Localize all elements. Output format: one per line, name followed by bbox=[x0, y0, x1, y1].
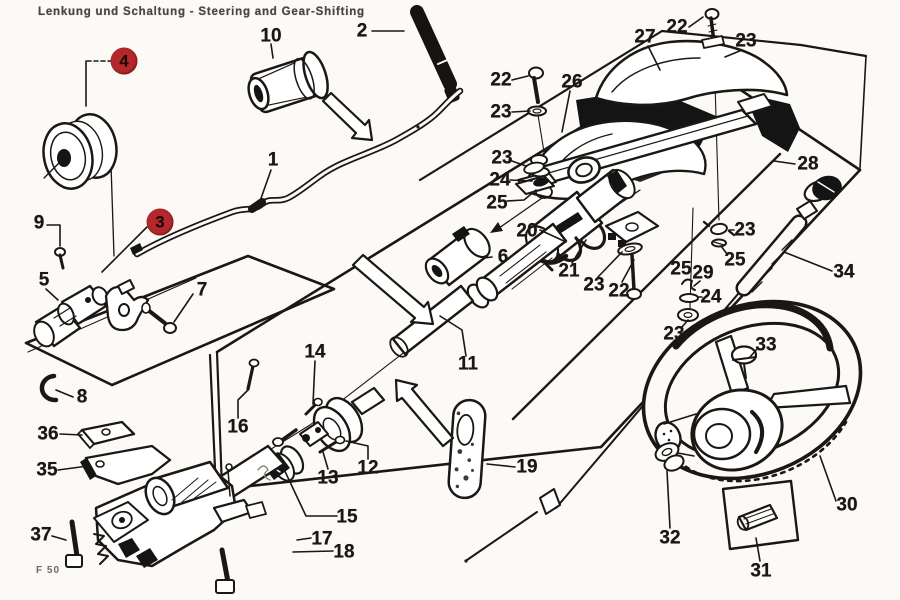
part-label-23-21[interactable]: 23 bbox=[583, 274, 605, 296]
part-9-bolt bbox=[54, 247, 66, 270]
steering-gearbox bbox=[77, 420, 271, 594]
part-label-22-3[interactable]: 22 bbox=[490, 69, 512, 91]
part-label-34-29[interactable]: 34 bbox=[833, 261, 855, 283]
part-label-16-35[interactable]: 16 bbox=[227, 416, 249, 438]
part-label-10-1[interactable]: 10 bbox=[260, 25, 282, 47]
part-label-4-0[interactable]: 4 bbox=[110, 47, 138, 75]
part-label-7-14[interactable]: 7 bbox=[196, 279, 208, 301]
part-label-23-15[interactable]: 23 bbox=[491, 147, 513, 169]
part-label-25-25[interactable]: 25 bbox=[670, 258, 692, 280]
part-3-shift-fork bbox=[104, 279, 150, 332]
part-label-20-18[interactable]: 20 bbox=[516, 220, 538, 242]
part-label-25-24[interactable]: 25 bbox=[724, 249, 746, 271]
part-label-12-38[interactable]: 12 bbox=[357, 457, 379, 479]
part-label-29-26[interactable]: 29 bbox=[692, 262, 714, 284]
part-label-23-23[interactable]: 23 bbox=[734, 219, 756, 241]
part-label-5-13[interactable]: 5 bbox=[38, 269, 50, 291]
part-label-11-37[interactable]: 11 bbox=[457, 353, 479, 375]
part-33-horn-button bbox=[730, 345, 758, 379]
hardware-column-mount bbox=[604, 210, 736, 322]
part-14-ujoint-cluster bbox=[262, 386, 386, 482]
part-2-gear-lever bbox=[410, 5, 460, 103]
part-label-3-12[interactable]: 3 bbox=[146, 208, 174, 236]
part-label-22-7[interactable]: 22 bbox=[666, 16, 688, 38]
part-label-6-19[interactable]: 6 bbox=[497, 246, 509, 268]
part-label-17-41[interactable]: 17 bbox=[311, 528, 333, 550]
part-label-28-9[interactable]: 28 bbox=[797, 153, 819, 175]
part-37-bolt bbox=[65, 519, 83, 568]
part-label-21-20[interactable]: 21 bbox=[558, 260, 580, 282]
part-label-26-5[interactable]: 26 bbox=[561, 71, 583, 93]
page-number-note: F 50 bbox=[36, 565, 61, 576]
part-label-32-45[interactable]: 32 bbox=[659, 527, 681, 549]
part-label-1-10[interactable]: 1 bbox=[267, 149, 279, 171]
part-label-24-27[interactable]: 24 bbox=[700, 286, 722, 308]
part-label-18-42[interactable]: 18 bbox=[333, 541, 355, 563]
part-8-clip bbox=[39, 373, 59, 403]
part-label-23-28[interactable]: 23 bbox=[663, 323, 685, 345]
part-label-9-11[interactable]: 9 bbox=[33, 212, 45, 234]
part-label-8-31[interactable]: 8 bbox=[76, 386, 88, 408]
part-4-pulley bbox=[42, 113, 118, 190]
part-label-23-8[interactable]: 23 bbox=[735, 30, 757, 52]
part-label-2-2[interactable]: 2 bbox=[356, 20, 368, 42]
part-label-27-6[interactable]: 27 bbox=[634, 26, 656, 48]
part-label-23-4[interactable]: 23 bbox=[490, 101, 512, 123]
part-10-lock-housing bbox=[247, 50, 329, 114]
part-label-31-46[interactable]: 31 bbox=[750, 560, 772, 582]
part-label-19-43[interactable]: 19 bbox=[516, 456, 538, 478]
part-label-36-32[interactable]: 36 bbox=[37, 423, 59, 445]
ink-speck bbox=[416, 125, 420, 129]
part-5-joint-cluster bbox=[33, 284, 109, 348]
part-30-steering-wheel bbox=[641, 299, 863, 483]
part-31-inset-pin bbox=[721, 479, 800, 551]
part-label-30-44[interactable]: 30 bbox=[836, 494, 858, 516]
part-16-pin bbox=[246, 358, 260, 391]
part-label-37-34[interactable]: 37 bbox=[30, 524, 52, 546]
hardware-top-right bbox=[701, 8, 725, 49]
part-label-13-39[interactable]: 13 bbox=[317, 467, 339, 489]
part-label-35-33[interactable]: 35 bbox=[36, 459, 58, 481]
part-34-shift-cable bbox=[464, 179, 833, 563]
direction-arrows bbox=[321, 91, 455, 448]
page-title: Lenkung und Schaltung - Steering and Gea… bbox=[38, 6, 365, 18]
part-1-shift-rod bbox=[130, 87, 464, 258]
part-7-bolt bbox=[141, 302, 177, 334]
part-label-24-16[interactable]: 24 bbox=[489, 169, 511, 191]
part-label-15-40[interactable]: 15 bbox=[336, 506, 358, 528]
hardware-mid-column bbox=[515, 66, 555, 199]
part-28-cap bbox=[812, 175, 842, 201]
part-label-14-36[interactable]: 14 bbox=[304, 341, 326, 363]
part-19-grommet bbox=[447, 398, 487, 500]
leader-lines bbox=[45, 16, 837, 562]
part-label-33-30[interactable]: 33 bbox=[755, 334, 777, 356]
part-label-22-22[interactable]: 22 bbox=[608, 280, 630, 302]
part-32-washers bbox=[654, 442, 685, 472]
part-6-bushing bbox=[424, 226, 491, 287]
part-label-25-17[interactable]: 25 bbox=[486, 192, 508, 214]
